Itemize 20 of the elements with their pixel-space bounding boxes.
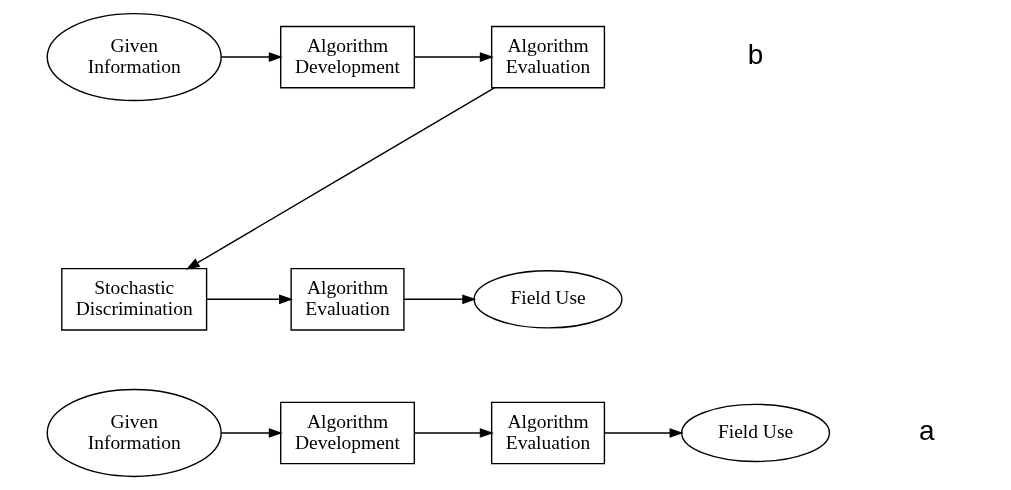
arrow xyxy=(220,52,283,62)
arrow xyxy=(220,428,283,438)
arrow xyxy=(603,428,683,438)
label: b xyxy=(747,39,763,71)
arrow xyxy=(413,428,494,438)
node-ellipse: Field Use xyxy=(680,403,830,463)
node-ellipse: Given Information xyxy=(46,12,222,102)
node-box: Algorithm Development xyxy=(279,401,415,465)
node-box: Algorithm Evaluation xyxy=(490,401,605,465)
label: a xyxy=(918,414,935,446)
arrow xyxy=(413,52,494,62)
node-box: Algorithm Development xyxy=(279,25,415,89)
node-ellipse: Field Use xyxy=(472,270,623,329)
node-box: Algorithm Evaluation xyxy=(490,25,605,89)
node-box: Algorithm Evaluation xyxy=(289,267,405,331)
node-box: Stochastic Discrimination xyxy=(60,267,207,331)
arrow xyxy=(402,294,476,305)
arrow xyxy=(205,294,293,305)
arrow xyxy=(185,87,495,270)
node-ellipse: Given Information xyxy=(46,388,222,478)
